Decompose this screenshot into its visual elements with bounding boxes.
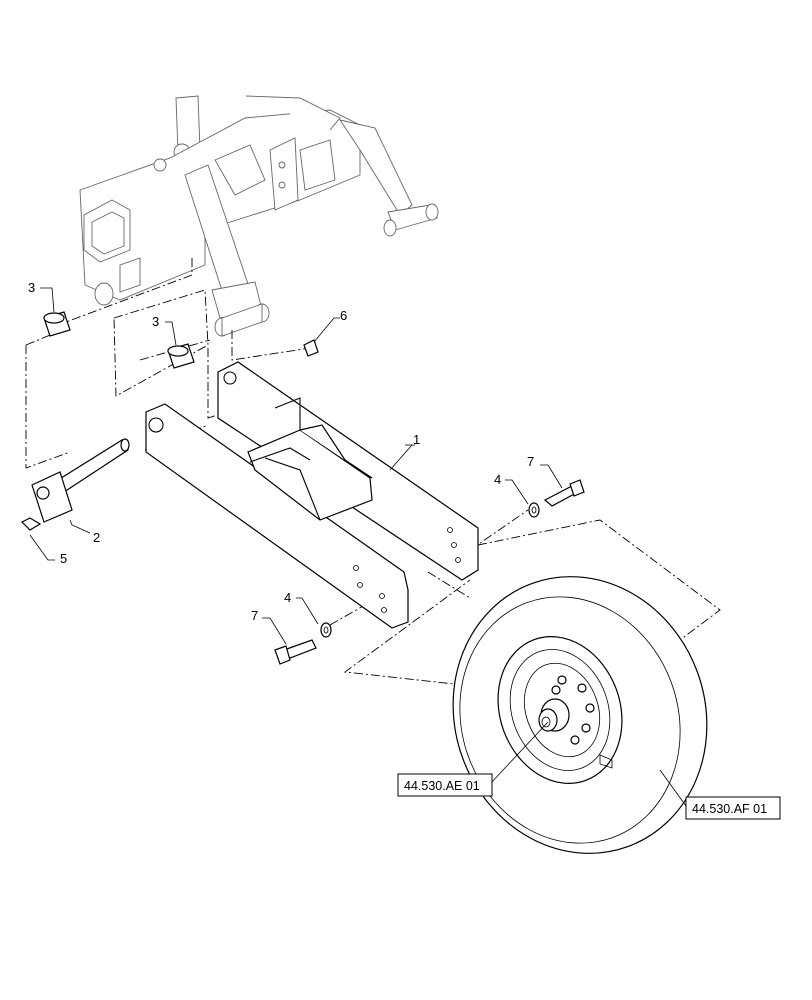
bolt-b	[274, 639, 317, 665]
wheel-assembly	[452, 576, 708, 854]
bolt-a	[543, 479, 585, 507]
leader-lines	[29, 287, 687, 807]
callout-7a: 7	[527, 454, 534, 469]
washer-b	[320, 622, 332, 638]
callouts: 1 2 3 3 4 4 5 6 7 7	[28, 280, 534, 623]
callout-1: 1	[413, 432, 420, 447]
bushing-a	[43, 311, 71, 337]
chassis-frame	[79, 95, 439, 337]
callout-7b: 7	[251, 608, 258, 623]
reference-hub-label[interactable]: 44.530.AE 01	[404, 779, 480, 793]
callout-2: 2	[93, 530, 100, 545]
screw	[20, 517, 42, 531]
callout-4b: 4	[284, 590, 291, 605]
washer-a	[528, 502, 540, 518]
callout-6: 6	[340, 308, 347, 323]
grease-fitting	[303, 339, 319, 357]
pivot-pin	[31, 438, 130, 523]
reference-wheel-label[interactable]: 44.530.AF 01	[692, 802, 767, 816]
reference-hub[interactable]: 44.530.AE 01	[397, 773, 493, 797]
bushing-b	[167, 343, 195, 369]
callout-4a: 4	[494, 472, 501, 487]
reference-wheel[interactable]: 44.530.AF 01	[685, 796, 781, 820]
callout-5: 5	[60, 551, 67, 566]
callout-3b: 3	[152, 314, 159, 329]
main-bracket	[145, 361, 479, 629]
callout-3a: 3	[28, 280, 35, 295]
